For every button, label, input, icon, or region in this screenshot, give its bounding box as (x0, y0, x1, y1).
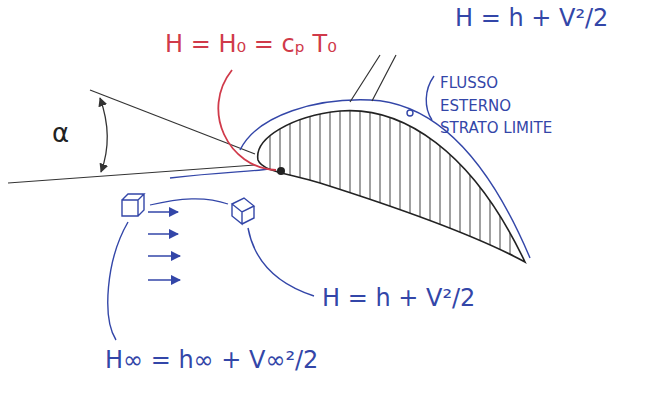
label-leader (108, 222, 128, 340)
flow-arrows (148, 212, 180, 280)
note-text: FLUSSO ESTERNO STRATO LIMITE (440, 72, 568, 140)
particle-path (150, 199, 228, 205)
label-holder: H∞ = h∞ + V∞²/2 (105, 346, 318, 375)
stagnation-leader (218, 70, 276, 170)
streamline (170, 169, 270, 178)
boundary-layer-marks (350, 55, 396, 102)
fluid-cube (232, 198, 254, 224)
label-holder: FLUSSO ESTERNO STRATO LIMITE (440, 72, 568, 140)
angle-arc (100, 98, 107, 172)
freestream-line (8, 165, 255, 183)
label-leader (248, 228, 314, 296)
enthalpy-formula: H = h + V²/2 (455, 4, 608, 33)
label-holder: H = h + V²/2 (455, 4, 608, 33)
enthalpy-formula: H = h + V²/2 (322, 284, 475, 313)
stagnation-point (277, 167, 285, 175)
note-bracket (426, 76, 434, 120)
label-holder: α (52, 118, 69, 149)
label-holder: H = H₀ = cₚ T₀ (165, 30, 337, 59)
label-holder: H = h + V²/2 (322, 284, 475, 313)
external-point (407, 110, 413, 116)
fluid-cube (122, 194, 144, 216)
enthalpy-formula: H = H₀ = cₚ T₀ (165, 30, 337, 59)
enthalpy-formula: H∞ = h∞ + V∞²/2 (105, 346, 318, 375)
angle-symbol: α (52, 118, 69, 149)
